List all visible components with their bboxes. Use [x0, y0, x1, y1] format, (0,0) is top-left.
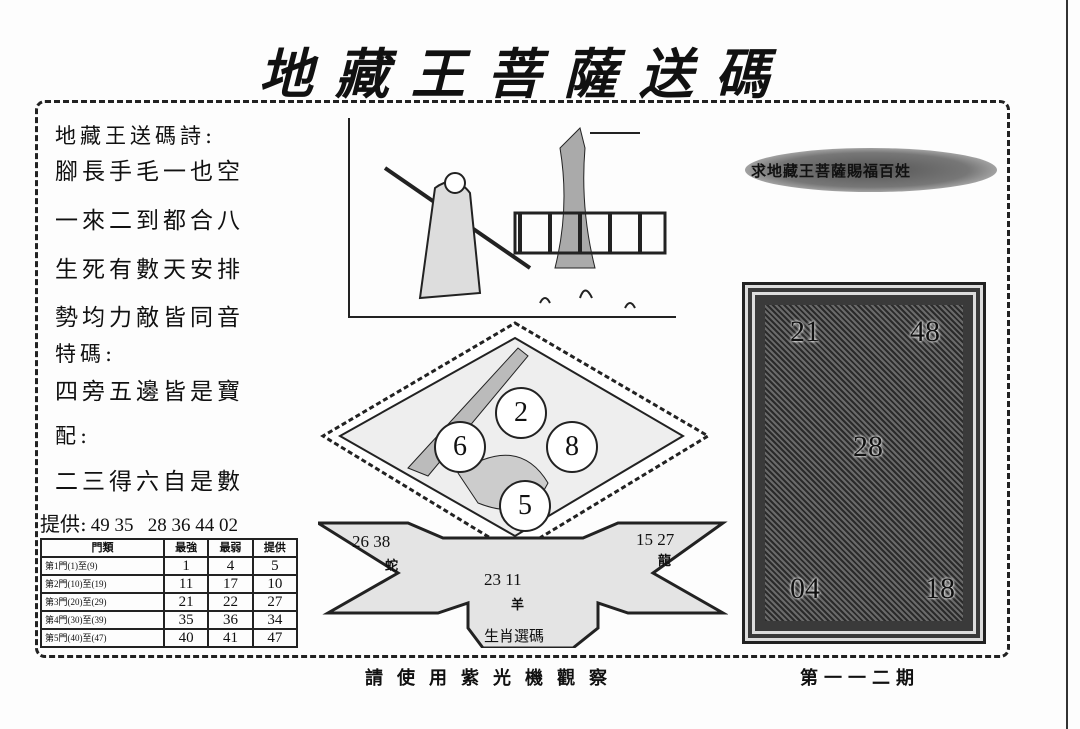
cell: 36 [207, 610, 254, 630]
banner-center-zodiac: 羊 [511, 598, 525, 613]
cell: 34 [251, 610, 299, 630]
banner-left-zodiac: 蛇 [385, 559, 399, 574]
cell: 35 [162, 610, 210, 630]
banner-left-numbers: 26 38 [352, 532, 391, 551]
number-circle: 5 [499, 480, 551, 532]
page-title: 地藏王菩薩送碼 [259, 42, 791, 106]
cell: 第4門(30)至(39) [40, 610, 165, 630]
panel-number: 18 [925, 572, 955, 605]
banner-right-numbers: 15 27 [636, 530, 675, 549]
blessing-stamp: 求地藏王菩薩賜福百姓 [745, 148, 997, 192]
number-circle: 8 [546, 421, 598, 473]
banner-center-numbers: 23 11 [484, 570, 522, 589]
cell: 第3門(20)至(29) [40, 592, 165, 612]
panel-number: 21 [790, 315, 820, 348]
cell: 10 [251, 574, 299, 594]
poem-line: 勢均力敵皆同音 [55, 305, 244, 331]
cell: 41 [207, 628, 254, 648]
col-header: 最弱 [207, 538, 254, 558]
illustration-monk-tree [348, 118, 676, 318]
banner-caption: 生肖選碼 [484, 627, 545, 645]
cell: 第1門(1)至(9) [40, 556, 165, 576]
ksitigarbha-figure [765, 305, 963, 621]
poem-line: 腳長手毛一也空 [55, 159, 244, 185]
poem-heading: 地藏王送碼詩: [55, 124, 217, 148]
cell: 40 [162, 628, 210, 648]
panel-number: 28 [853, 430, 883, 463]
cell: 4 [207, 556, 254, 576]
poem-line: 生死有數天安排 [55, 257, 244, 283]
cell: 17 [207, 574, 254, 594]
number-circle: 2 [495, 387, 547, 439]
provide-numbers: 49 35 28 36 44 02 [90, 515, 238, 536]
panel-number: 04 [790, 572, 820, 605]
ksitigarbha-panel: 21 48 28 04 18 [742, 282, 986, 644]
cell: 47 [251, 628, 299, 648]
col-header: 門類 [40, 538, 165, 558]
issue-number: 第一一二期 [800, 668, 920, 689]
cell: 27 [251, 592, 299, 612]
cell: 22 [207, 592, 254, 612]
cell: 21 [162, 592, 210, 612]
provide-label: 提供: [40, 512, 87, 536]
number-circle: 6 [434, 421, 486, 473]
illustration-drawing [383, 127, 667, 309]
pair-text: 二三得六自是數 [55, 469, 244, 495]
panel-number: 48 [910, 315, 940, 348]
dashed-frame [35, 100, 1010, 658]
col-header: 提供 [251, 538, 299, 558]
special-label: 特碼: [55, 342, 117, 366]
footer-note: 請使用紫光機觀察 [365, 668, 621, 689]
cell: 第5門(40)至(47) [40, 628, 165, 648]
page-edge-rule [1066, 0, 1068, 729]
col-header: 最強 [162, 538, 210, 558]
cell: 1 [162, 556, 210, 576]
special-text: 四旁五邊皆是寶 [55, 379, 244, 405]
cell: 5 [251, 556, 299, 576]
pair-label: 配: [55, 424, 92, 448]
provide-line: 提供:49 35 28 36 44 02 [40, 508, 238, 537]
poem-line: 一來二到都合八 [55, 208, 244, 234]
banner-right-zodiac: 龍 [658, 554, 672, 569]
cell: 11 [162, 574, 210, 594]
cell: 第2門(10)至(19) [40, 574, 165, 594]
table-header: 門類最強最弱提供 [40, 538, 299, 558]
